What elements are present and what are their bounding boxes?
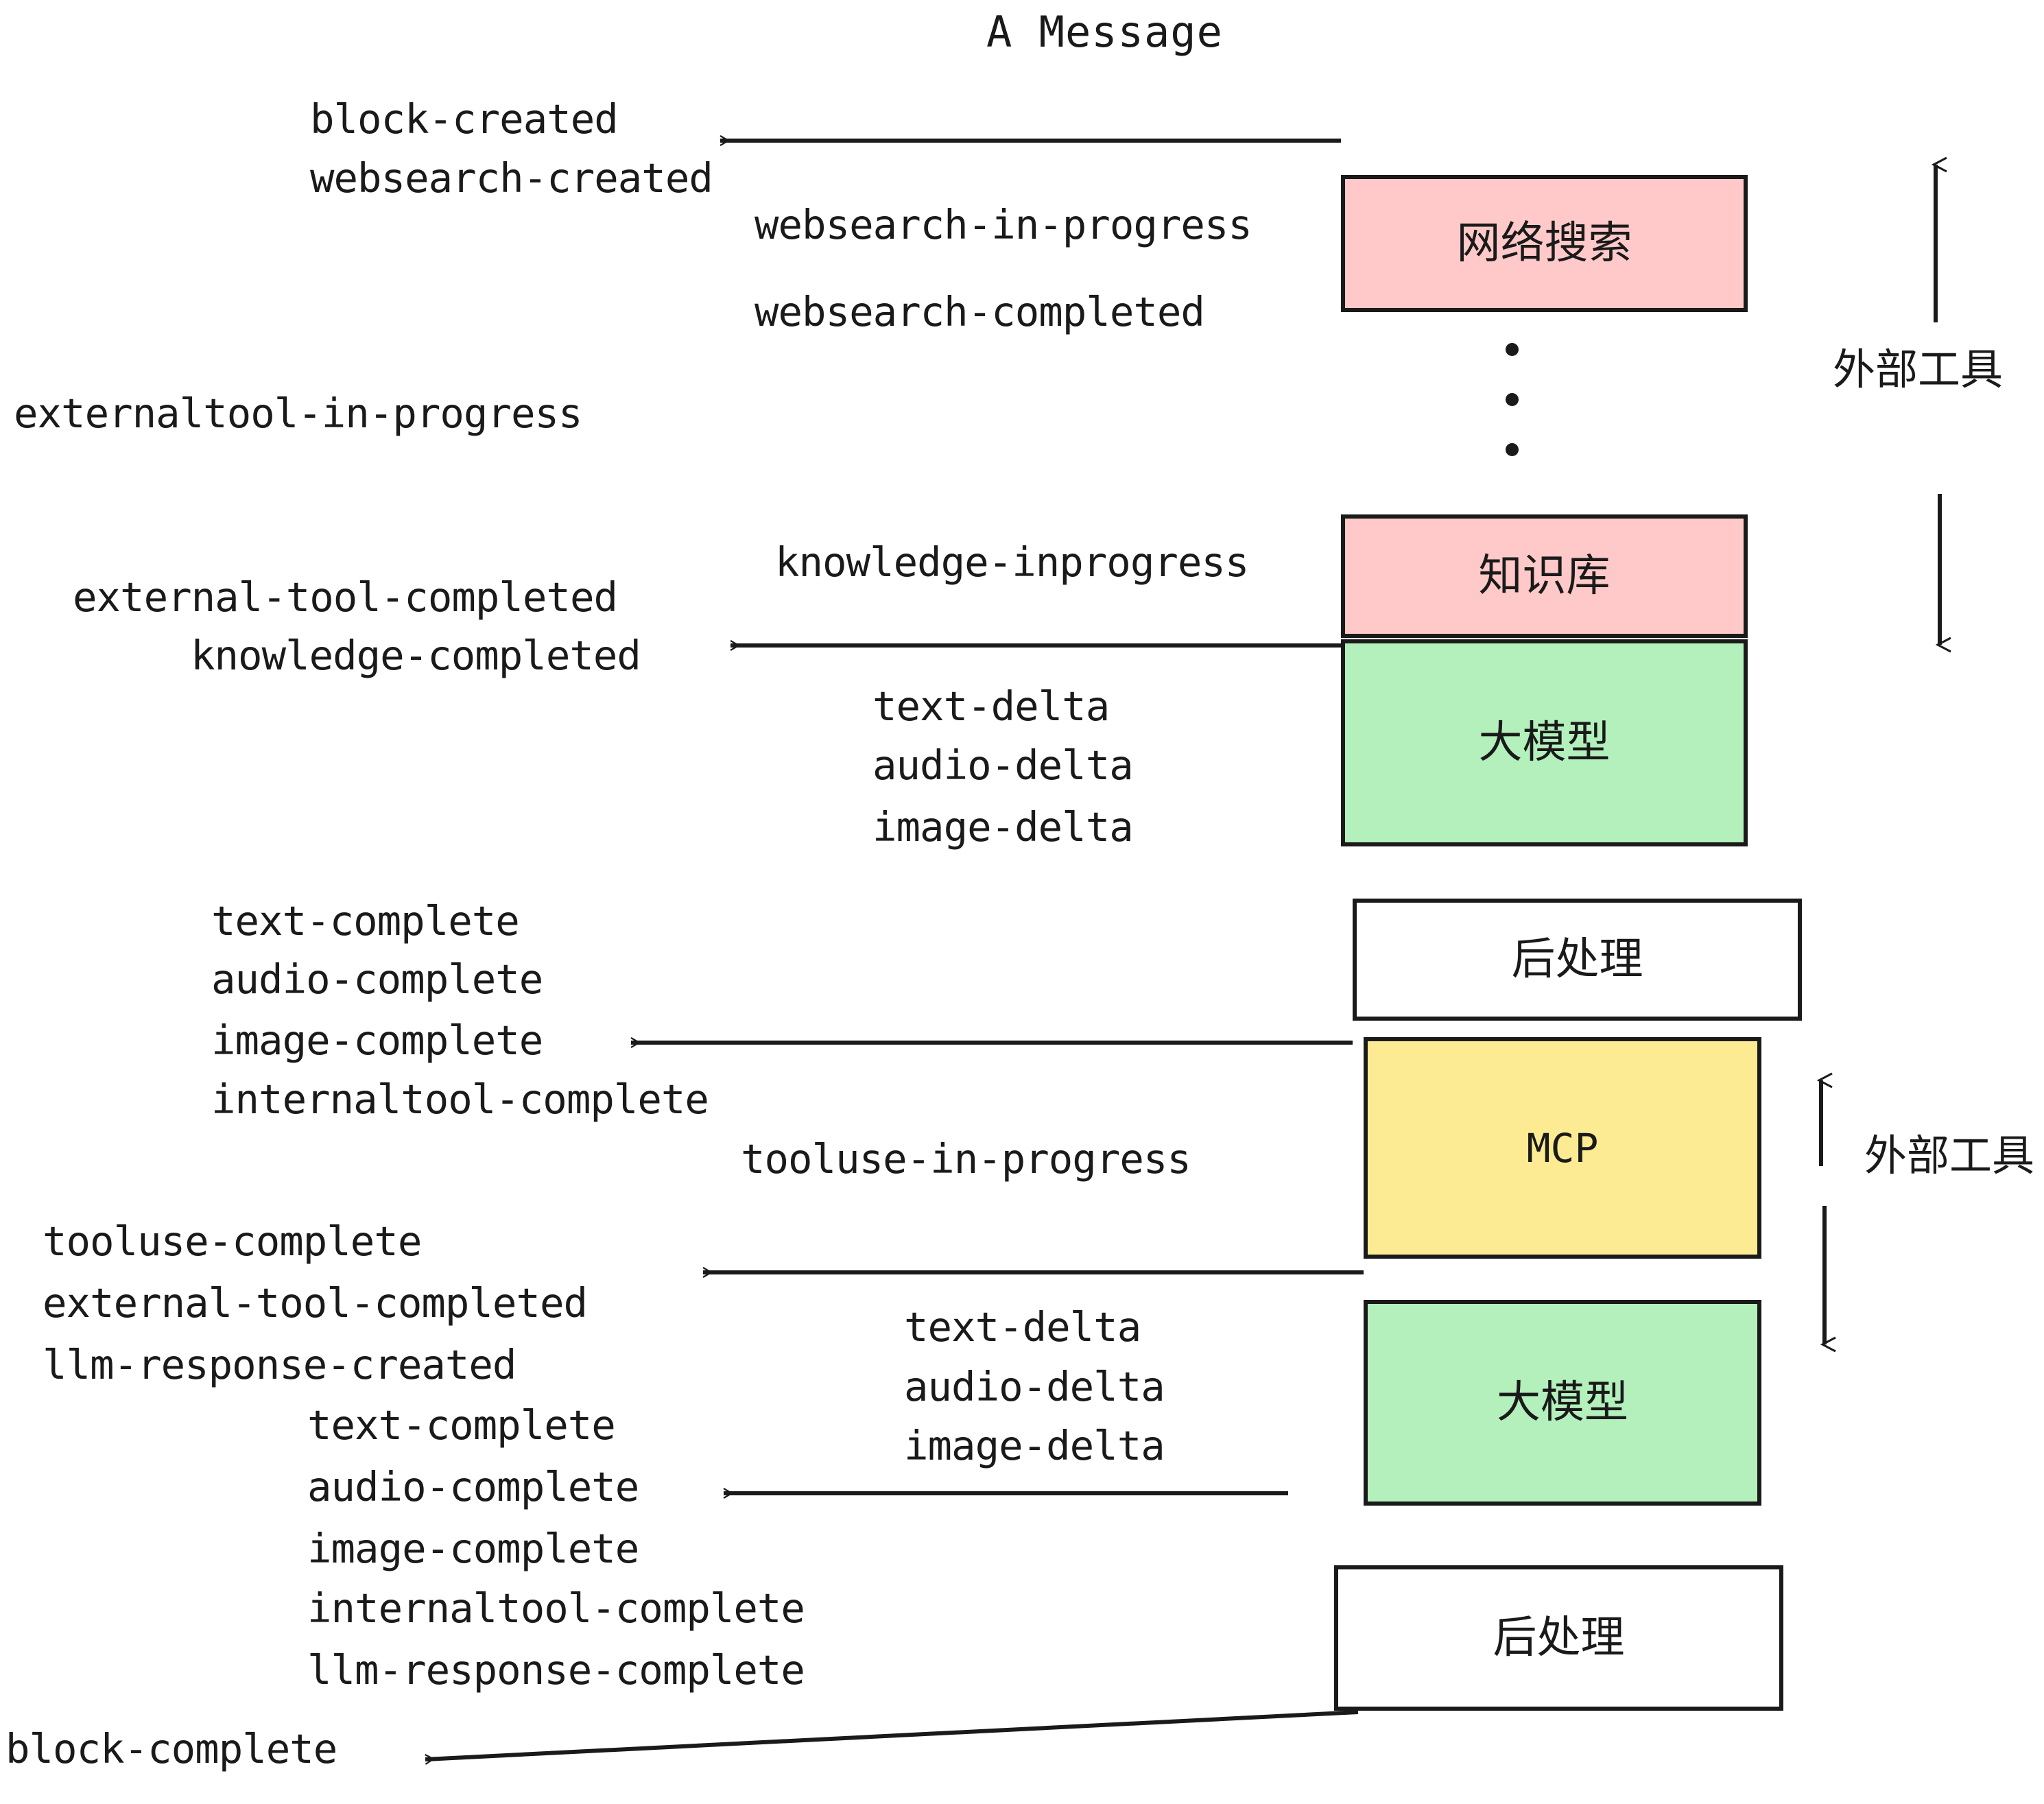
event-internaltool-complete-first: internaltool-complete xyxy=(211,1076,709,1123)
box-llm-secondary-label: 大模型 xyxy=(1497,1377,1628,1428)
event-tooluse-in-progress: tooluse-in-progress xyxy=(741,1135,1191,1183)
box-knowledge[interactable]: 知识库 xyxy=(1341,514,1748,638)
arrow-postprocess-to-blockcomplete xyxy=(425,1710,1359,1759)
event-text-delta-second: text-delta xyxy=(904,1303,1141,1351)
ellipsis-dots xyxy=(1505,343,1519,456)
box-websearch[interactable]: 网络搜索 xyxy=(1341,175,1748,312)
event-websearch-completed: websearch-completed xyxy=(754,288,1205,335)
box-llm-primary[interactable]: 大模型 xyxy=(1341,639,1748,846)
event-image-delta-first: image-delta xyxy=(872,803,1134,851)
box-llm-primary-label: 大模型 xyxy=(1478,717,1611,768)
bracket-label-external-tools-top: 外部工具 xyxy=(1833,344,2004,394)
event-audio-delta-second: audio-delta xyxy=(904,1363,1165,1410)
dot-3 xyxy=(1505,443,1519,456)
event-internaltool-complete-second: internaltool-complete xyxy=(307,1585,805,1632)
event-text-complete-second: text-complete xyxy=(307,1401,616,1449)
box-mcp-label: MCP xyxy=(1526,1124,1599,1172)
box-postprocess-first[interactable]: 后处理 xyxy=(1353,899,1802,1021)
event-image-complete-first: image-complete xyxy=(211,1017,543,1064)
dot-1 xyxy=(1505,343,1519,356)
event-llm-response-created: llm-response-created xyxy=(43,1341,516,1388)
page-title: A Message xyxy=(986,7,1223,57)
event-image-delta-second: image-delta xyxy=(904,1422,1165,1469)
event-text-delta-first: text-delta xyxy=(872,683,1110,730)
box-llm-secondary[interactable]: 大模型 xyxy=(1364,1300,1761,1506)
event-tooluse-complete: tooluse-complete xyxy=(43,1218,422,1265)
event-audio-complete-first: audio-complete xyxy=(211,956,543,1003)
event-audio-delta-first: audio-delta xyxy=(872,741,1134,789)
event-knowledge-completed: knowledge-completed xyxy=(191,632,641,679)
event-websearch-in-progress: websearch-in-progress xyxy=(754,201,1252,248)
box-mcp[interactable]: MCP xyxy=(1364,1037,1761,1259)
dot-2 xyxy=(1505,393,1519,406)
event-text-complete-first: text-complete xyxy=(211,897,520,945)
event-audio-complete-second: audio-complete xyxy=(307,1463,639,1510)
event-external-tool-completed-first: external-tool-completed xyxy=(73,573,618,621)
event-block-created: block-created xyxy=(310,95,619,143)
event-llm-response-complete: llm-response-complete xyxy=(307,1646,805,1694)
event-websearch-created: websearch-created xyxy=(310,154,713,202)
box-websearch-label: 网络搜索 xyxy=(1456,218,1632,269)
event-knowledge-inprogress: knowledge-inprogress xyxy=(775,538,1249,586)
box-postprocess-first-label: 后处理 xyxy=(1511,934,1643,985)
box-postprocess-second[interactable]: 后处理 xyxy=(1334,1565,1783,1711)
box-knowledge-label: 知识库 xyxy=(1478,551,1611,602)
event-block-complete: block-complete xyxy=(5,1725,337,1772)
event-externaltool-in-progress: externaltool-in-progress xyxy=(14,390,583,437)
box-postprocess-second-label: 后处理 xyxy=(1493,1613,1625,1663)
event-image-complete-second: image-complete xyxy=(307,1525,639,1572)
event-external-tool-completed-second: external-tool-completed xyxy=(43,1279,588,1327)
bracket-label-external-tools-bottom: 外部工具 xyxy=(1864,1130,2035,1180)
